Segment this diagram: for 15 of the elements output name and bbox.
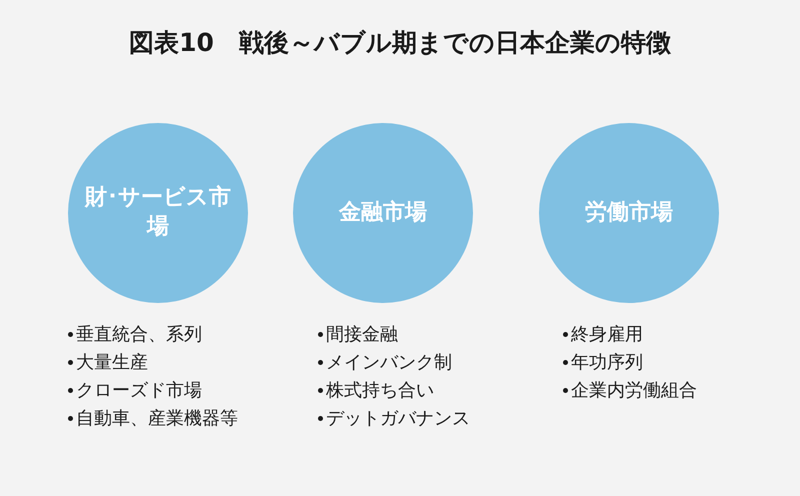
circle-label: 金融市場 <box>338 198 428 227</box>
list-item: クローズド市場 <box>76 379 202 402</box>
circle-label: 労働市場 <box>584 198 674 227</box>
list-item: メインバンク制 <box>326 351 452 374</box>
circle-label: 財･サービス市場 <box>84 184 232 241</box>
list-item: デットガバナンス <box>326 407 470 430</box>
list-item: 株式持ち合い <box>326 379 434 402</box>
list-item: 間接金融 <box>326 323 398 346</box>
list-item: 企業内労働組合 <box>571 379 697 402</box>
list-item: 垂直統合、系列 <box>76 323 202 346</box>
title: 図表10 戦後～バブル期までの日本企業の特徴 <box>128 27 672 59</box>
list-item: 大量生産 <box>76 351 148 374</box>
list-item: 自動車、産業機器等 <box>76 407 238 430</box>
list-item: 年功序列 <box>571 351 643 374</box>
list-item: 終身雇用 <box>571 323 643 346</box>
